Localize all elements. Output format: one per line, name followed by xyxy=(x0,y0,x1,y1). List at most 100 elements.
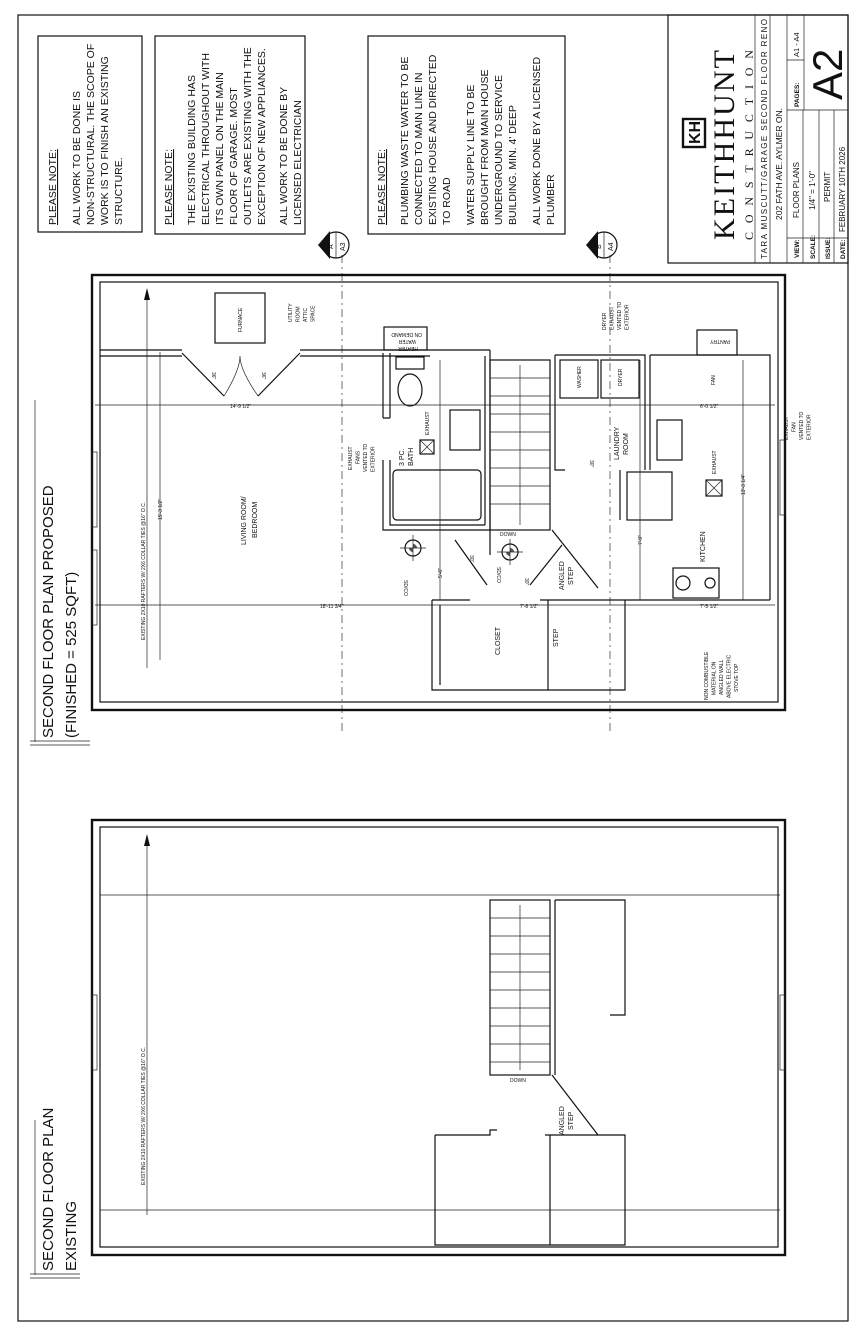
note-line: ITS OWN PANEL ON THE MAIN xyxy=(214,72,226,225)
dimension-text: 5'-6" xyxy=(438,568,444,578)
room-label: ATTIC xyxy=(303,308,309,322)
section-sheet: A4 xyxy=(608,242,615,251)
callout: ANGLED WALL xyxy=(719,659,725,695)
company-logo: KH KEITHHUNT CONSTRUCTION xyxy=(681,50,756,240)
dimension-text: 7'-5 1/2" xyxy=(700,604,719,610)
section-letter: B xyxy=(596,244,603,249)
dimension-text: 7'-9" xyxy=(638,535,644,545)
pantry xyxy=(696,329,738,356)
logo-mark: KH xyxy=(687,121,704,144)
note-line: BUILDING. MIN. 4' DEEP xyxy=(507,105,519,225)
sheet-number: A2 xyxy=(804,49,851,100)
exterior-wall xyxy=(90,818,787,1257)
smoke-detector-icon xyxy=(497,539,523,565)
smoke-detector-label: SD/CO xyxy=(495,567,501,583)
section-marker-b: B A4 xyxy=(586,231,618,735)
water-heater-label: WATER xyxy=(398,338,416,344)
room-label: BATH xyxy=(408,448,415,466)
callout: EXTERIOR xyxy=(807,414,813,440)
existing-floor-plan: DOWN ANGLED STEP EXISTING 2X10 RAFTERS W… xyxy=(90,818,787,1257)
door-size: 30" xyxy=(468,555,474,563)
furnace-label: FURNACE xyxy=(238,307,244,332)
window xyxy=(91,994,98,1071)
callout: MATERIAL ON xyxy=(712,661,718,695)
room-label: KITCHEN xyxy=(700,531,707,562)
note-line: UNDERGROUND TO SERVICE xyxy=(493,75,505,225)
door-size: 30" xyxy=(523,578,529,586)
section-marker-a: A A3 xyxy=(318,231,350,735)
note-line: OUTLETS ARE EXISTING WITH THE xyxy=(242,47,254,225)
scale-value: 1/4" = 1'-0" xyxy=(808,171,817,210)
door-size: 30" xyxy=(588,460,594,468)
door-size: 36" xyxy=(210,372,216,380)
dimension-text: 18'-11 3/4" xyxy=(320,604,344,610)
window xyxy=(779,439,786,516)
plan-subtitle: EXISTING xyxy=(63,1201,80,1271)
step-label: STEP xyxy=(553,628,560,647)
plan-subtitle: (FINISHED = 525 SQFT) xyxy=(63,572,80,738)
project-name: TARA MUSCUTT/GARAGE SECOND FLOOR RENO xyxy=(760,19,769,259)
date-value: FEBRUARY 10TH 2026 xyxy=(838,146,847,232)
section-sheet: A3 xyxy=(340,242,347,251)
project-address: 202 FATH AVE. AYLMER ON. xyxy=(774,108,784,220)
callout: VENTED TO xyxy=(799,411,805,440)
note-box xyxy=(154,35,306,235)
callout: DRYER xyxy=(602,312,608,330)
kitchen-sink xyxy=(656,419,683,461)
callout: EXTERIOR xyxy=(625,304,631,330)
plan-title: SECOND FLOOR PLAN PROPOSED xyxy=(40,485,57,738)
note-line: BROUGHT FROM MAIN HOUSE xyxy=(479,69,491,225)
smoke-detector-label: SD/CO xyxy=(402,580,408,596)
room-label: LAUNDRY xyxy=(614,426,621,460)
exhaust-label: EXHAUST xyxy=(425,411,431,435)
room-label: LIVING ROOM/ xyxy=(241,496,248,545)
title-block: KH KEITHHUNT CONSTRUCTION TARA MUSCUTT/G… xyxy=(667,14,851,264)
appliance-label: DRYER xyxy=(618,368,624,386)
room-label: ROOM xyxy=(623,433,630,455)
callout: STOVE TOP xyxy=(734,663,740,692)
room-label: UTILITY xyxy=(288,303,294,322)
callout: EXHAUST xyxy=(784,416,790,440)
stairs xyxy=(489,359,551,531)
note-line: EXISTING HOUSE AND DIRECTED xyxy=(427,54,439,225)
callout: VENTED TO xyxy=(363,443,369,472)
note-line: WATER SUPPLY LINE TO BE xyxy=(465,85,477,225)
callout: FAN xyxy=(792,422,798,432)
door-size: 36" xyxy=(260,372,266,380)
dimension-text: 13'-3 1/4" xyxy=(741,474,747,495)
dimension-line xyxy=(95,352,775,660)
sheet-border xyxy=(17,14,849,1322)
section-letter: A xyxy=(328,244,335,249)
issue-label: ISSUE: xyxy=(825,237,832,259)
toilet xyxy=(397,373,423,407)
callout: EXTERIOR xyxy=(371,446,377,472)
proposed-plan-title: SECOND FLOOR PLAN PROPOSED (FINISHED = 5… xyxy=(30,400,90,746)
rafter-note: EXISTING 2X10 RAFTERS W/ 2X6 COLLAR TIES… xyxy=(141,502,147,640)
callout: EXHAUST xyxy=(348,446,354,470)
note-line: NON-STRUCTURAL. THE SCOPE OF xyxy=(85,44,97,225)
bath-sink xyxy=(449,409,481,451)
window xyxy=(91,451,98,528)
water-heater-label: HEATER xyxy=(398,345,418,351)
company-name: KEITHHUNT xyxy=(708,50,741,240)
callout: FANS xyxy=(356,450,362,464)
issue-value: PERMIT xyxy=(823,172,832,202)
existing-plan-title: SECOND FLOOR PLAN EXISTING xyxy=(30,1108,80,1279)
pages-value: A1 - A4 xyxy=(792,32,801,57)
window xyxy=(779,994,786,1071)
dimension-text: 6'-0 1/2" xyxy=(700,404,719,410)
stair-label: DOWN xyxy=(500,532,516,538)
step-label: ANGLED xyxy=(559,1106,566,1135)
pages-label: PAGES: xyxy=(794,83,801,107)
room-label: BEDROOM xyxy=(252,502,259,538)
dishwasher xyxy=(626,471,673,521)
proposed-floor-plan: 36" 36" FURNACE UTILITY ROOM ATTIC SPACE… xyxy=(90,273,813,712)
room-label: CLOSET xyxy=(495,626,502,655)
note-plumbing: PLEASE NOTE: PLUMBING WASTE WATER TO BE … xyxy=(367,35,566,235)
section-arrow-icon xyxy=(318,231,330,259)
step-label: STEP xyxy=(568,566,575,585)
stairs xyxy=(489,899,551,1076)
note-heading: PLEASE NOTE: xyxy=(47,149,59,225)
note-line: ALL WORK TO BE DONE BY xyxy=(278,87,290,225)
smoke-detector-icon xyxy=(400,535,426,561)
